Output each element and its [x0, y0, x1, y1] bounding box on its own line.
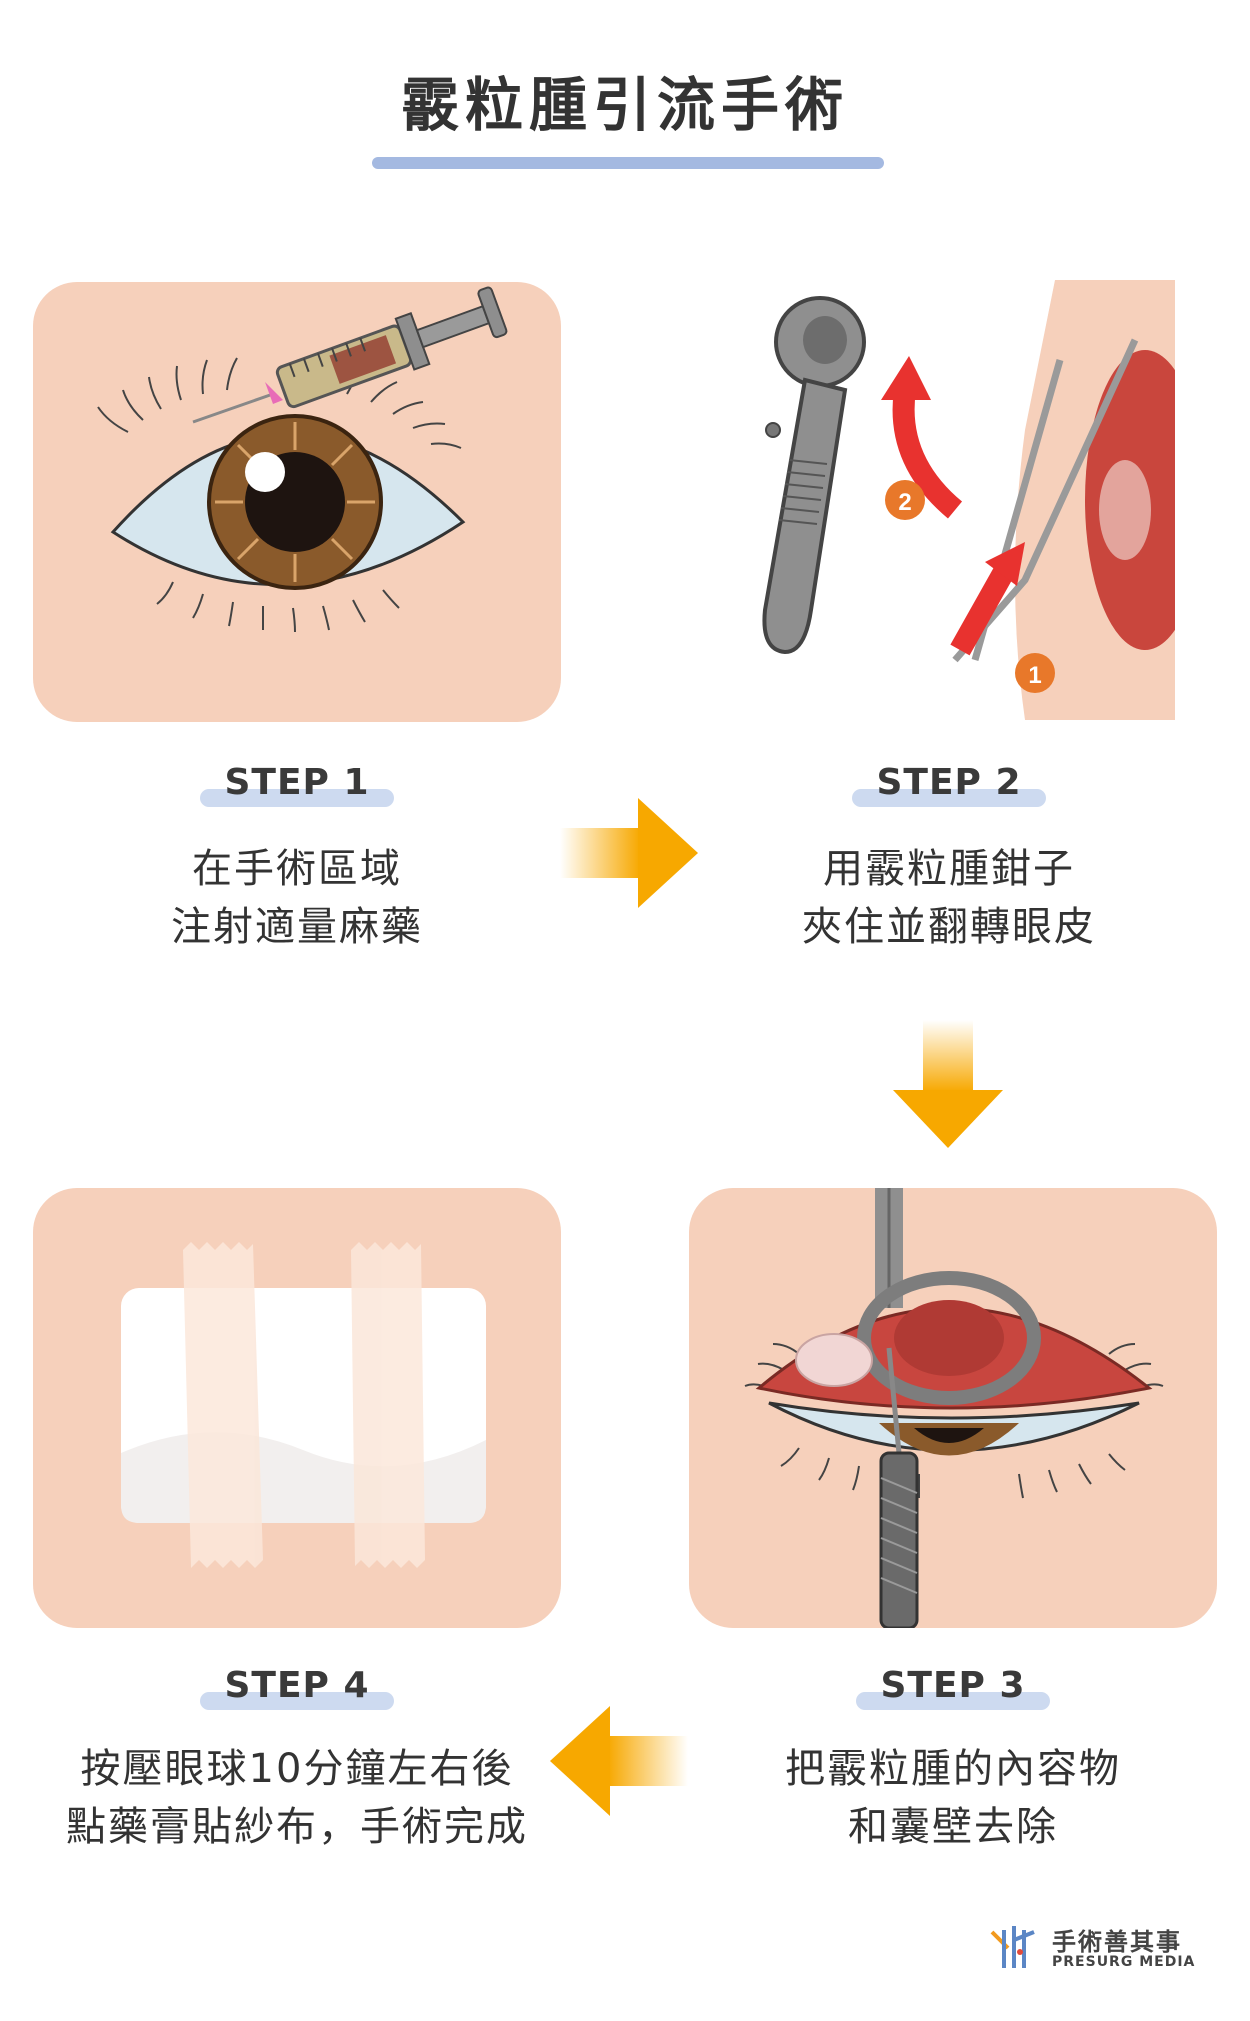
step4-illustration [33, 1188, 561, 1628]
step4-label: STEP 4 [33, 1665, 561, 1710]
syringe-icon [275, 286, 508, 409]
step2-description: 用霰粒腫鉗子夾住並翻轉眼皮 [802, 846, 1096, 950]
marker-1-label: 1 [1028, 662, 1041, 689]
needle-icon [192, 392, 274, 424]
step1-description: 在手術區域注射適量麻藥 [171, 846, 423, 950]
arrow-left-icon [548, 1706, 688, 1816]
arrow-right-icon [560, 798, 700, 908]
flow-arrow-icon [881, 356, 1025, 656]
eye-injection-icon [97, 286, 508, 633]
arrow-down-icon [893, 1020, 1003, 1150]
step3-label: STEP 3 [689, 1665, 1217, 1710]
chalazion-forceps-icon [762, 296, 866, 655]
brand-logo-icon [990, 1926, 1035, 1968]
step2-illustration: 2 1 [705, 280, 1205, 720]
step4-description: 按壓眼球10分鐘左右後點藥膏貼紗布，手術完成 [66, 1746, 528, 1850]
marker-2-label: 2 [898, 489, 911, 516]
eyelash-icon [97, 357, 462, 449]
gauze-pad-icon [121, 1242, 486, 1568]
step3-illustration [689, 1188, 1217, 1628]
step3-description: 把霰粒腫的內容物和囊壁去除 [785, 1746, 1121, 1850]
brand-name-zh: 手術善其事 [1052, 1928, 1182, 1956]
brand: 手術善其事 PRESURG MEDIA [990, 1918, 1230, 1978]
curette-icon [879, 1347, 919, 1628]
step-marker-2 [885, 480, 925, 520]
title-underline [372, 157, 884, 169]
step1-label: STEP 1 [33, 762, 561, 807]
medical-tape-icon [183, 1242, 425, 1568]
cyst-content-icon [795, 1333, 873, 1387]
step-marker-1 [1015, 653, 1055, 693]
brand-name-en: PRESURG MEDIA [1052, 1954, 1196, 1970]
step1-illustration [33, 282, 561, 722]
step2-label: STEP 2 [685, 762, 1213, 807]
page-title: 霰粒腫引流手術 [400, 71, 849, 139]
curette-procedure-icon [744, 1188, 1164, 1628]
